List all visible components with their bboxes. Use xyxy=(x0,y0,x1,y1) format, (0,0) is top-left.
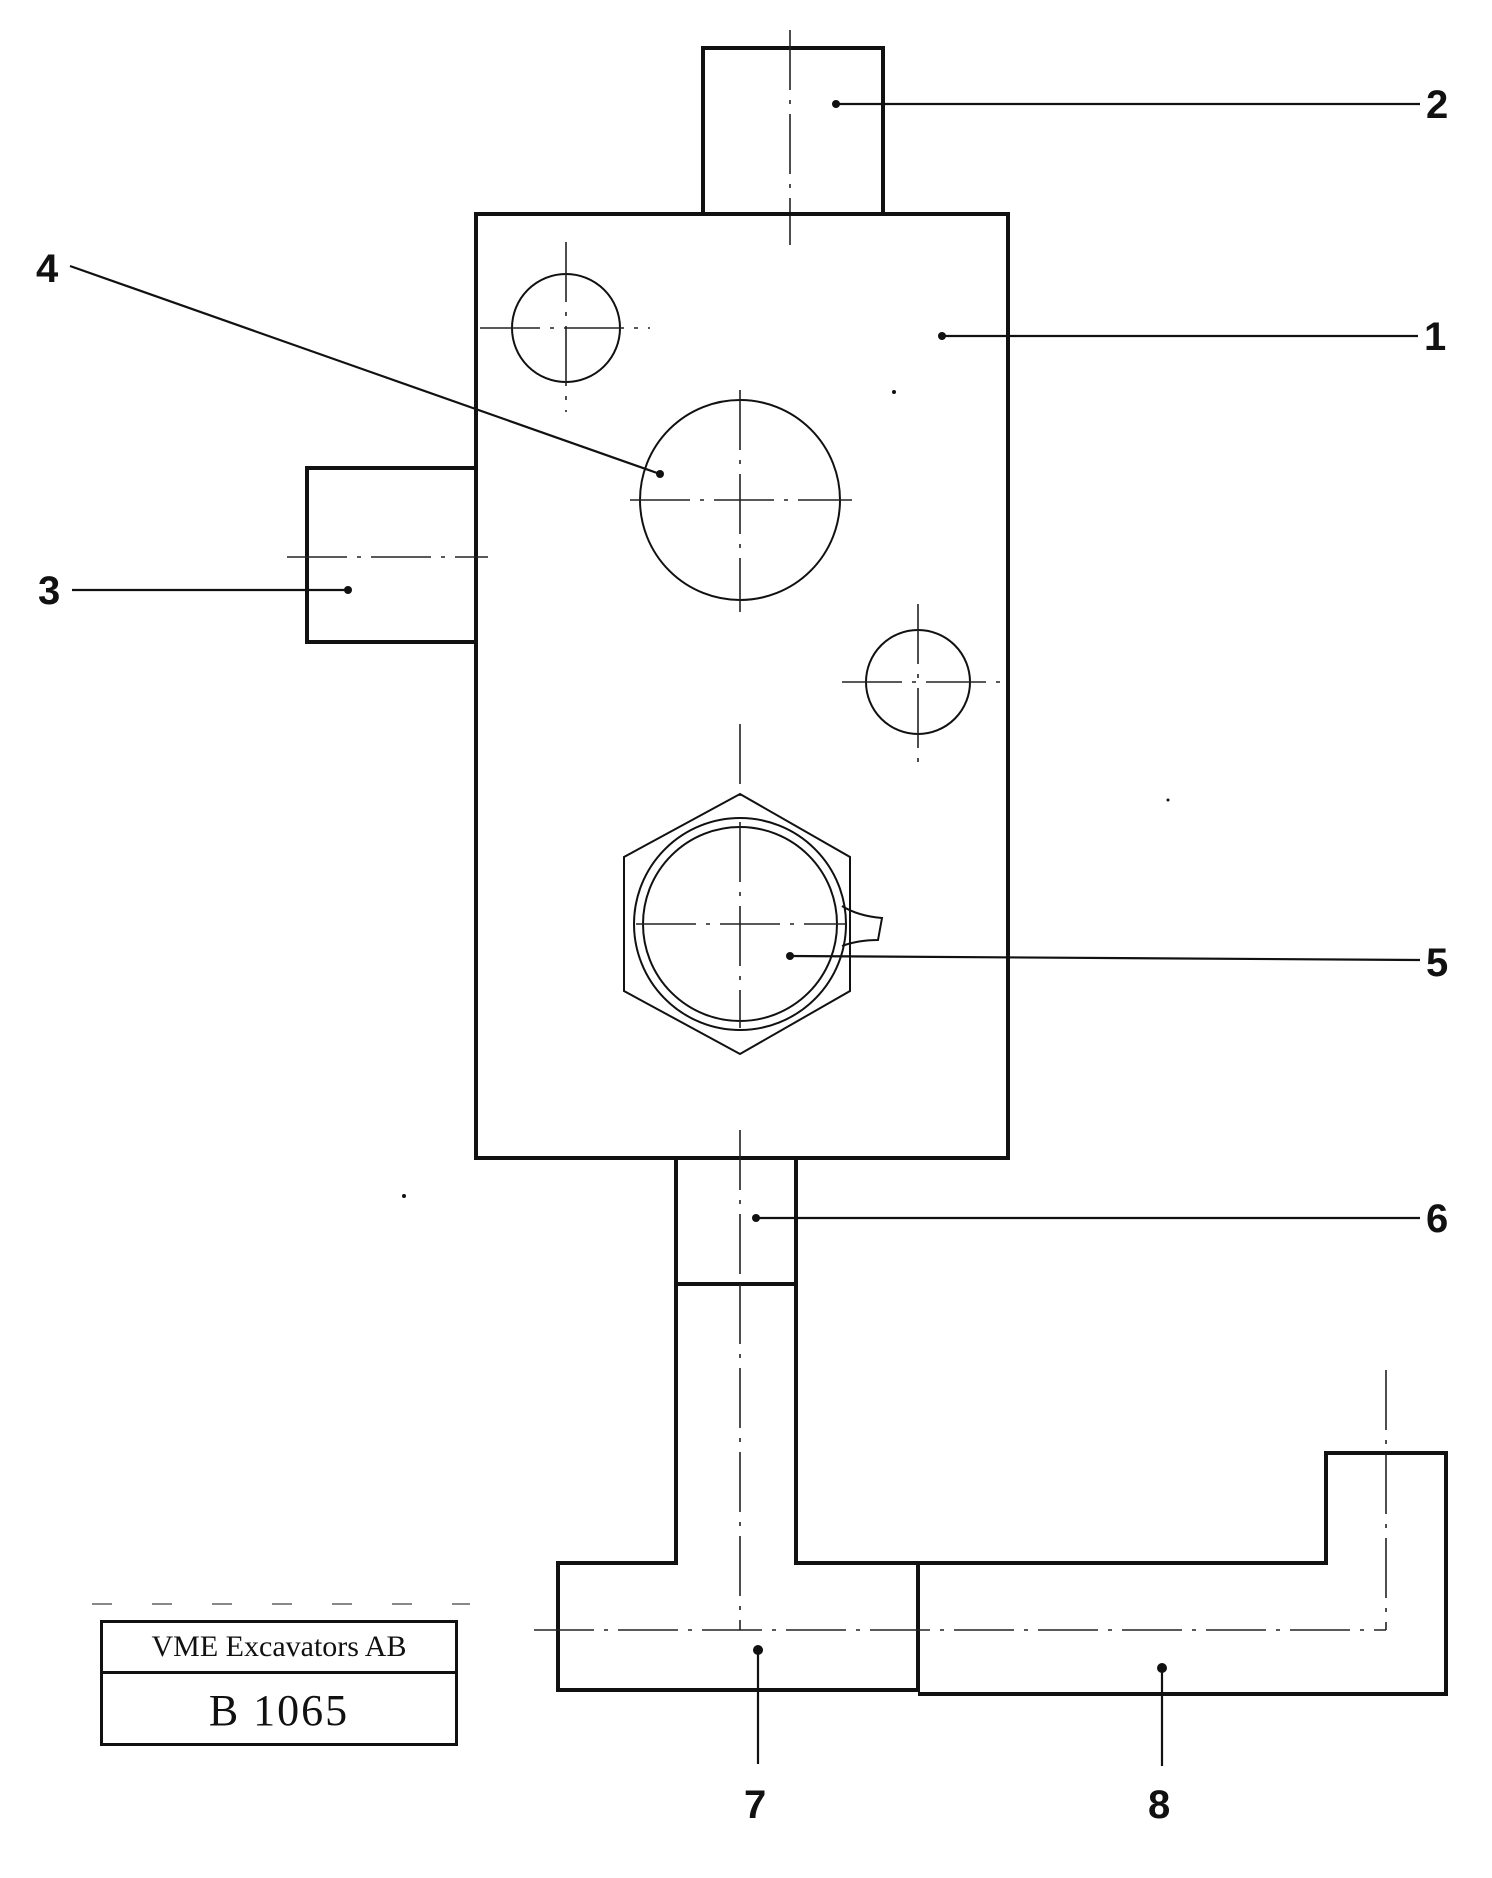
title-block-drawing-number: B 1065 xyxy=(208,1685,350,1735)
title-block: VME Excavators AB B 1065 xyxy=(100,1620,458,1746)
callout-1-label: 1 xyxy=(1424,315,1446,359)
hex-plug xyxy=(623,792,851,1056)
callout-2: 2 xyxy=(832,83,1448,127)
bottom-nipple xyxy=(674,1156,798,1286)
title-block-company: VME Excavators AB xyxy=(103,1623,455,1674)
callout-2-label: 2 xyxy=(1426,83,1448,127)
callout-6-label: 6 xyxy=(1426,1197,1448,1241)
callout-3-label: 3 xyxy=(38,569,60,613)
callout-8-label: 8 xyxy=(1148,1783,1170,1827)
side-port-fitting xyxy=(305,466,476,644)
callout-5-label: 5 xyxy=(1426,941,1448,985)
t-fitting xyxy=(556,1284,920,1692)
callout-7: 7 xyxy=(744,1645,766,1827)
callout-4: 4 xyxy=(36,247,664,478)
top-fitting xyxy=(701,46,885,216)
callout-1: 1 xyxy=(938,315,1446,359)
callout-7-label: 7 xyxy=(744,1783,766,1827)
callout-4-label: 4 xyxy=(36,247,59,291)
callout-5: 5 xyxy=(786,941,1448,985)
hex-plug-tab xyxy=(841,905,884,947)
valve-body xyxy=(474,212,1010,1160)
callout-8: 8 xyxy=(1148,1663,1170,1827)
elbow-pipe xyxy=(918,1451,1448,1696)
callout-6: 6 xyxy=(752,1197,1448,1241)
callout-3: 3 xyxy=(38,569,352,613)
